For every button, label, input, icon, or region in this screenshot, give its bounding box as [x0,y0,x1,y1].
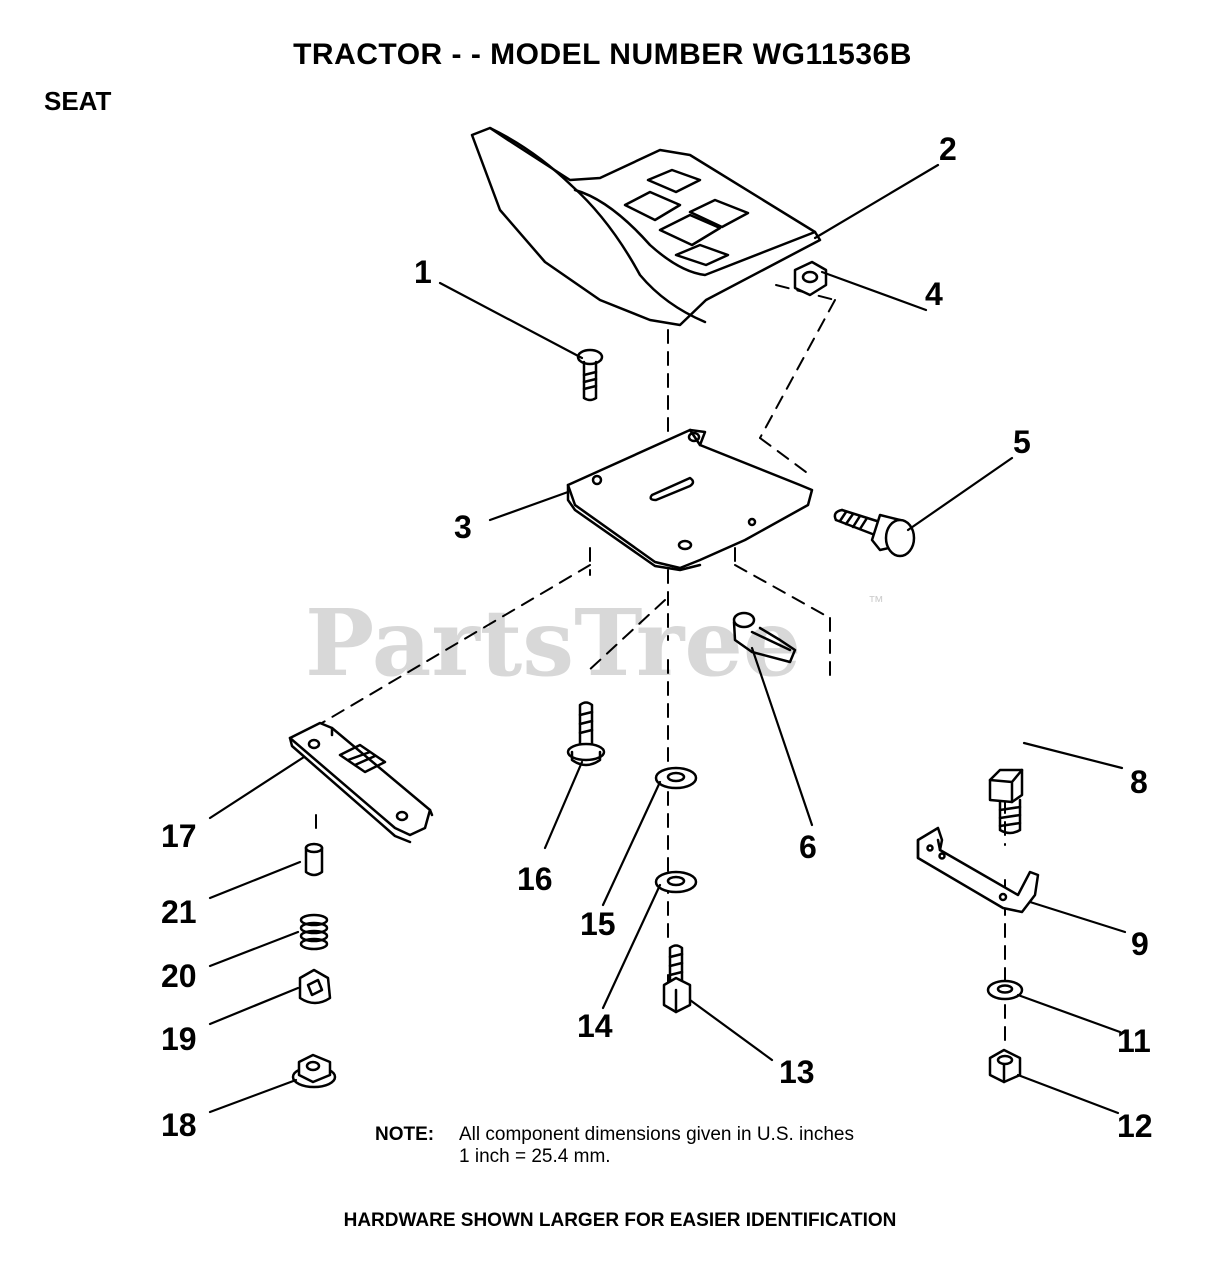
callout-12: 12 [1117,1108,1153,1144]
seat-part [470,126,822,327]
note-line-2: 1 inch = 25.4 mm. [459,1146,611,1167]
pin-part [304,842,324,877]
callout-8: 8 [1130,764,1148,800]
callout-18: 18 [161,1107,197,1143]
callout-17: 17 [161,818,197,854]
callout-15: 15 [580,906,616,942]
callout-2: 2 [939,131,957,167]
flange-bolt-part [566,701,606,767]
spring-part [299,913,329,951]
callout-20: 20 [161,958,197,994]
callout-4: 4 [925,276,943,312]
washer-15-part [654,766,698,790]
knob-part [298,968,332,1005]
callout-13: 13 [779,1054,815,1090]
note-line-1: All component dimensions given in U.S. i… [459,1124,854,1145]
flange-nut-part [291,1053,337,1089]
shoulder-bolt-part [833,508,916,558]
nut-part [793,260,828,297]
footer-caption: HARDWARE SHOWN LARGER FOR EASIER IDENTIF… [343,1210,897,1231]
callout-14: 14 [577,1008,613,1044]
page-title: TRACTOR - - MODEL NUMBER WG11536B [293,38,912,71]
lock-nut-part [988,1048,1022,1084]
callout-21: 21 [161,894,197,930]
washer-14-part [654,870,698,894]
angle-bracket-part [916,826,1040,914]
watermark-tm: ™ [868,594,884,611]
callout-1: 1 [414,254,432,290]
dimension-note: NOTE: All component dimensions given in U… [375,1124,854,1168]
washer-11-part [986,979,1024,1001]
hex-bolt-13-part [662,944,692,1014]
callout-9: 9 [1131,926,1149,962]
leader-lines [208,163,1127,1115]
callout-6: 6 [799,829,817,865]
callout-3: 3 [454,509,472,545]
callout-11: 11 [1117,1023,1151,1059]
seat-bracket-part [566,428,814,572]
callout-5: 5 [1013,424,1031,460]
callout-16: 16 [517,861,553,897]
carriage-bolt-part [576,348,604,402]
hex-bolt-8-part [988,768,1024,835]
clip-part [732,611,797,664]
callout-19: 19 [161,1021,197,1057]
section-label: SEAT [44,86,112,116]
note-label: NOTE: [375,1124,435,1145]
latch-plate-part [288,721,434,844]
watermark-text: PartsTree [305,589,801,697]
